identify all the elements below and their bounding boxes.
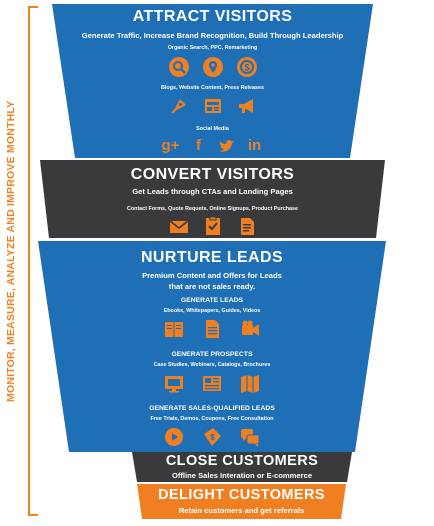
generate-prospects-icons <box>38 372 386 394</box>
delight-title: DELIGHT CUSTOMERS <box>158 487 325 503</box>
attract-band <box>52 4 373 158</box>
nurture-band <box>38 241 386 452</box>
generate-leads-desc: Ebooks, Whitepapers, Guides, Videos <box>163 308 261 314</box>
web-page-icon <box>204 99 221 113</box>
close-band <box>132 452 352 482</box>
refresh-dollar-icon: $ <box>236 57 257 77</box>
catalog-icon <box>203 376 221 391</box>
convert-band <box>40 160 385 238</box>
attract-group-social-label: Social Media <box>196 126 229 132</box>
attract-title: ATTRACT VISITORS <box>132 8 293 25</box>
generate-sql-desc: Free Trials, Demos, Coupons, Free Consul… <box>150 416 274 422</box>
generate-prospects-desc: Case Studies, Webinars, Catalogs, Brochu… <box>153 362 271 368</box>
attract-group-search-label: Organic Search, PPC, Remarketing <box>167 45 258 51</box>
google-plus-icon[interactable]: g+ <box>161 137 180 154</box>
envelope-icon <box>169 220 188 233</box>
open-book-icon <box>165 322 183 337</box>
convert-group-label: Contact Forms, Quote Requets, Online Sig… <box>126 206 299 212</box>
nurture-subtitle-line2: that are not sales ready. <box>168 282 256 291</box>
nurture-title: NURTURE LEADS <box>140 249 284 266</box>
attract-social-icons: g+ f in <box>52 136 373 158</box>
brochure-icon <box>241 375 259 393</box>
close-subtitle: Offline Sales Interation or E-commerce <box>171 471 313 480</box>
generate-prospects-title: GENERATE PROSPECTS <box>171 351 253 358</box>
nurture-subtitle-line1: Premium Content and Offers for Leads <box>142 271 282 280</box>
map-pin-icon <box>202 57 223 77</box>
close-title: CLOSE CUSTOMERS <box>165 453 319 469</box>
attract-search-icons: $ <box>52 56 373 78</box>
delight-subtitle: Retain customers and get referrals <box>178 506 305 515</box>
whitepaper-icon <box>206 320 219 338</box>
megaphone-icon <box>238 99 253 113</box>
convert-icons <box>40 215 385 237</box>
generate-leads-icons <box>38 318 386 340</box>
convert-title: CONVERT VISITORS <box>130 166 295 183</box>
attract-content-icons <box>52 95 373 117</box>
pen-nib-icon <box>170 99 186 114</box>
generate-sql-title: GENERATE SALES-QUALIFIED LEADS <box>149 405 275 412</box>
convert-subtitle: Get Leads through CTAs and Landing Pages <box>132 187 293 196</box>
search-target-icon <box>168 57 189 77</box>
facebook-icon[interactable]: f <box>196 137 201 154</box>
twitter-bird-icon[interactable] <box>216 136 238 158</box>
checklist-icon <box>205 216 220 235</box>
video-camera-icon <box>242 320 259 336</box>
play-demo-icon <box>165 428 183 446</box>
consultation-chat-icon <box>241 429 260 447</box>
attract-subtitle: Generate Traffic, Increase Brand Recogni… <box>81 31 344 40</box>
linkedin-icon[interactable]: in <box>247 137 262 154</box>
generate-sql-icons: $ <box>38 426 386 448</box>
generate-leads-title: GENERATE LEADS <box>180 297 244 304</box>
monitor-webinar-icon <box>165 376 183 393</box>
document-edit-icon <box>240 218 254 235</box>
svg-text:$: $ <box>244 63 249 73</box>
coupon-icon: $ <box>204 428 221 446</box>
delight-band <box>137 484 346 519</box>
attract-group-content-label: Blogs, Website Content, Press Releases <box>161 85 264 91</box>
monitor-label: MONITOR, MEASURE, ANALYZE AND IMPROVE MO… <box>5 100 17 402</box>
monitor-bracket <box>28 6 38 516</box>
svg-text:$: $ <box>210 433 215 442</box>
